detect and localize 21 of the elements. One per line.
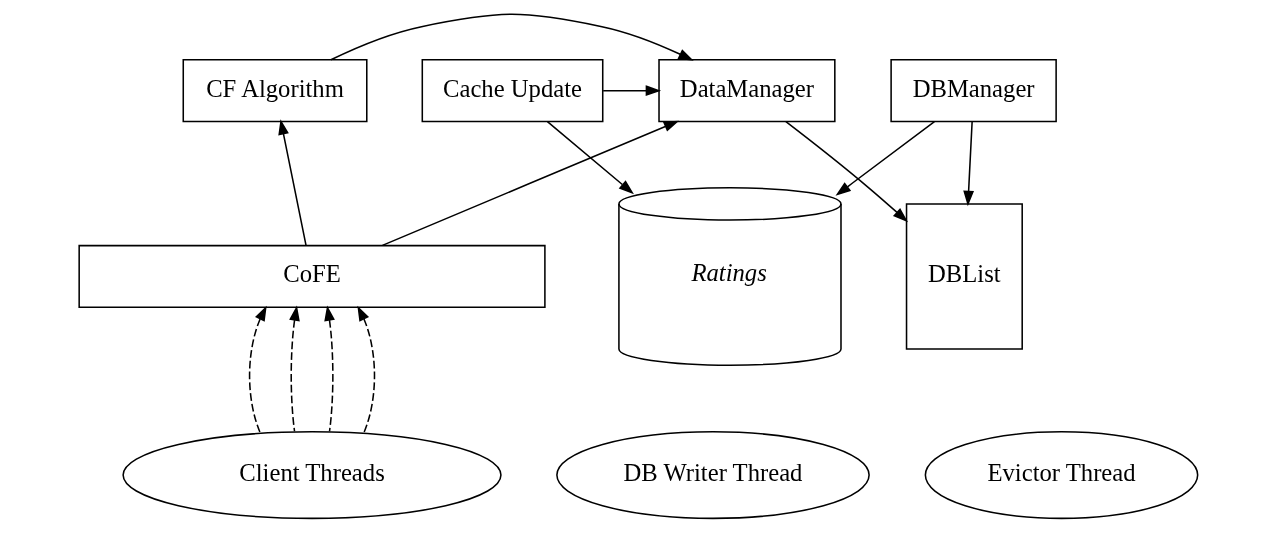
arrow [329,13,694,61]
node-ellipse: DB Writer Thread [555,431,870,520]
node-box: DataManager [657,59,836,123]
node-ellipse: Client Threads [121,431,502,520]
arrow [601,85,661,97]
node-ellipse: Evictor Thread [924,431,1198,520]
node-box: Cache Update [421,59,603,123]
node-box: DBManager [889,59,1057,123]
node-box: CF Algorithm [182,59,368,123]
node-box: CoFE [77,244,546,309]
arrow [323,305,335,432]
arrow [962,120,974,207]
arrow [356,305,375,434]
arrow [381,120,679,247]
arrow [248,305,267,434]
arrow [546,120,634,195]
arrow [277,119,307,246]
node-box: DBList [905,203,1023,350]
arrow [835,120,935,196]
arrow [288,305,300,432]
arrow [784,120,908,223]
